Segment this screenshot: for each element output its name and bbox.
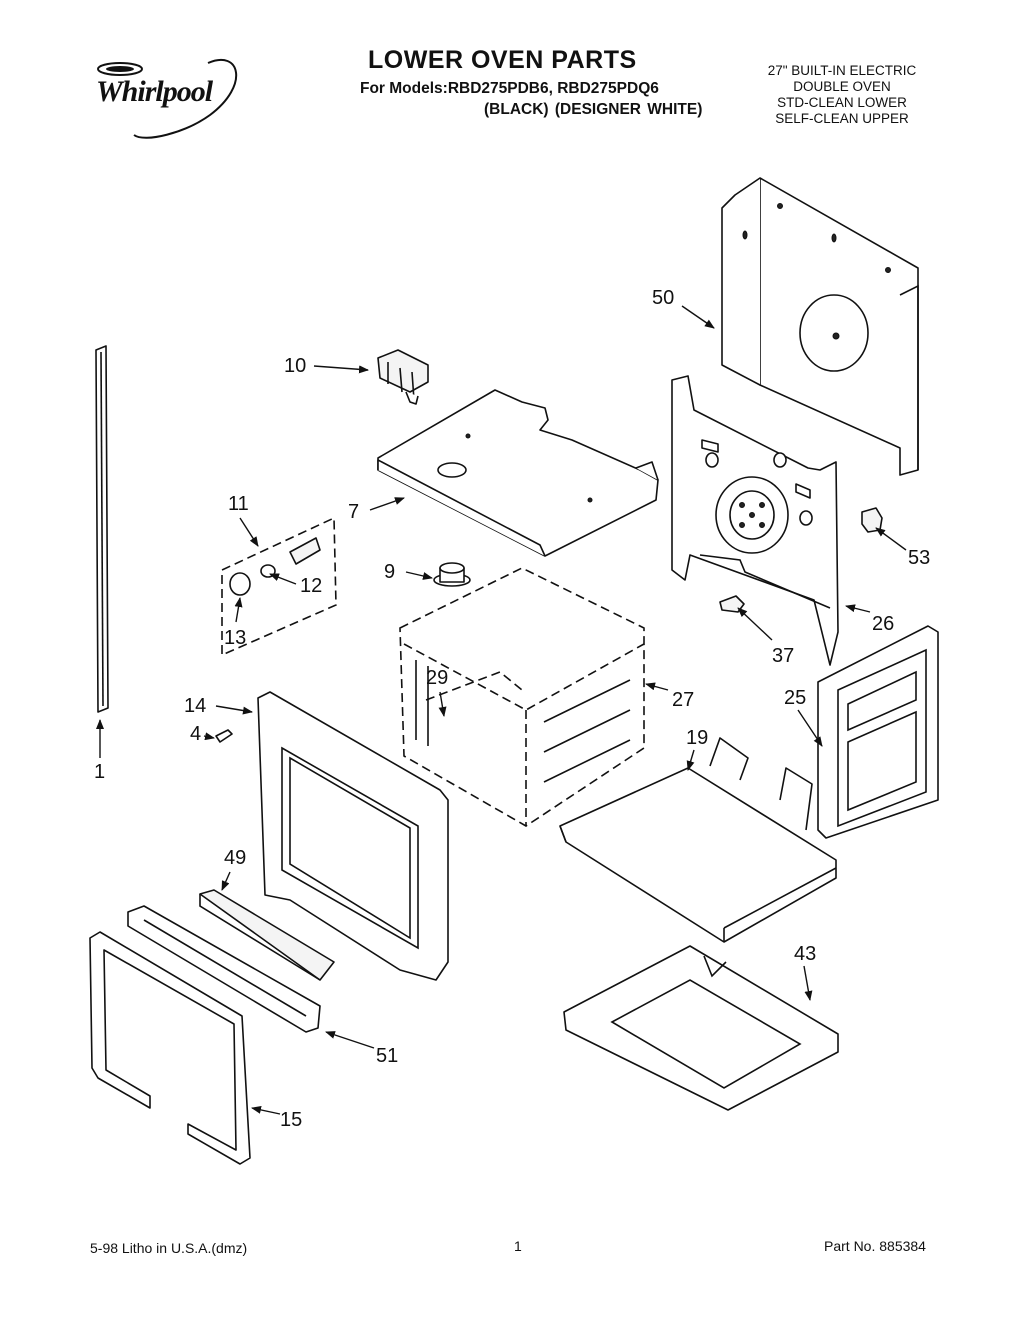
callout-50: 50 (652, 287, 674, 309)
part-51-vent-trim (127, 905, 321, 1033)
part-25-side-panel (817, 625, 939, 839)
part-number: Part No. 885384 (824, 1238, 926, 1254)
spec-line: DOUBLE OVEN (793, 79, 891, 94)
part-1-trim-strip (95, 345, 109, 713)
callout-14: 14 (184, 695, 206, 717)
callout-25: 25 (784, 687, 806, 709)
part-53-clip (861, 507, 883, 533)
callout-11: 11 (228, 493, 249, 515)
logo-swoosh-icon (97, 58, 237, 139)
callout-26: 26 (872, 613, 894, 635)
callout-numbers: 50 10 7 11 12 13 9 53 26 37 27 29 14 4 2… (94, 287, 930, 1131)
callout-27: 27 (672, 689, 694, 711)
print-info: 5-98 Litho in U.S.A.(dmz) (90, 1240, 248, 1256)
part-49-duct (199, 889, 335, 981)
callout-10: 10 (284, 355, 306, 377)
part-15-gasket (89, 931, 251, 1165)
page-number: 1 (514, 1238, 522, 1254)
product-spec: 27" BUILT-IN ELECTRIC DOUBLE OVEN STD-CL… (742, 63, 942, 127)
leader-lines (96, 305, 907, 1115)
callout-51: 51 (376, 1045, 398, 1067)
callout-1: 1 (94, 761, 105, 783)
callout-19: 19 (686, 727, 708, 749)
part-19-panel (559, 737, 837, 943)
spec-line: SELF-CLEAN UPPER (775, 111, 909, 126)
callout-43: 43 (794, 943, 816, 965)
callout-15: 15 (280, 1109, 302, 1131)
spec-line: 27" BUILT-IN ELECTRIC (767, 63, 917, 78)
model-numbers: For Models:RBD275PDB6, RBD275PDQ6 (360, 80, 659, 97)
parts-11-13-light-group (221, 516, 337, 657)
callout-4: 4 (190, 723, 201, 745)
part-27-oven-cavity (399, 567, 645, 827)
callout-37: 37 (772, 645, 794, 667)
callout-7: 7 (348, 501, 359, 523)
part-10-bracket (377, 349, 429, 405)
part-26-oven-back (671, 375, 839, 666)
callout-53: 53 (908, 547, 930, 569)
part-7-top-panel (377, 389, 659, 557)
part-43-bottom-tray (563, 945, 839, 1111)
logo-wordmark: Whirlpool (96, 75, 213, 108)
spec-line: STD-CLEAN LOWER (777, 95, 907, 110)
part-9-fitting (433, 562, 471, 587)
callout-12: 12 (300, 575, 322, 597)
callout-13: 13 (224, 627, 246, 649)
callout-29: 29 (426, 667, 448, 689)
model-variants: (BLACK) (DESIGNER WHITE) (484, 101, 703, 118)
part-4-screw (215, 729, 233, 743)
part-14-front-frame (257, 691, 449, 981)
callout-9: 9 (384, 561, 395, 583)
page-title: LOWER OVEN PARTS (368, 46, 637, 74)
callout-49: 49 (224, 847, 246, 869)
whirlpool-logo: Whirlpool (90, 55, 250, 140)
part-50-rear-panel (721, 177, 919, 476)
